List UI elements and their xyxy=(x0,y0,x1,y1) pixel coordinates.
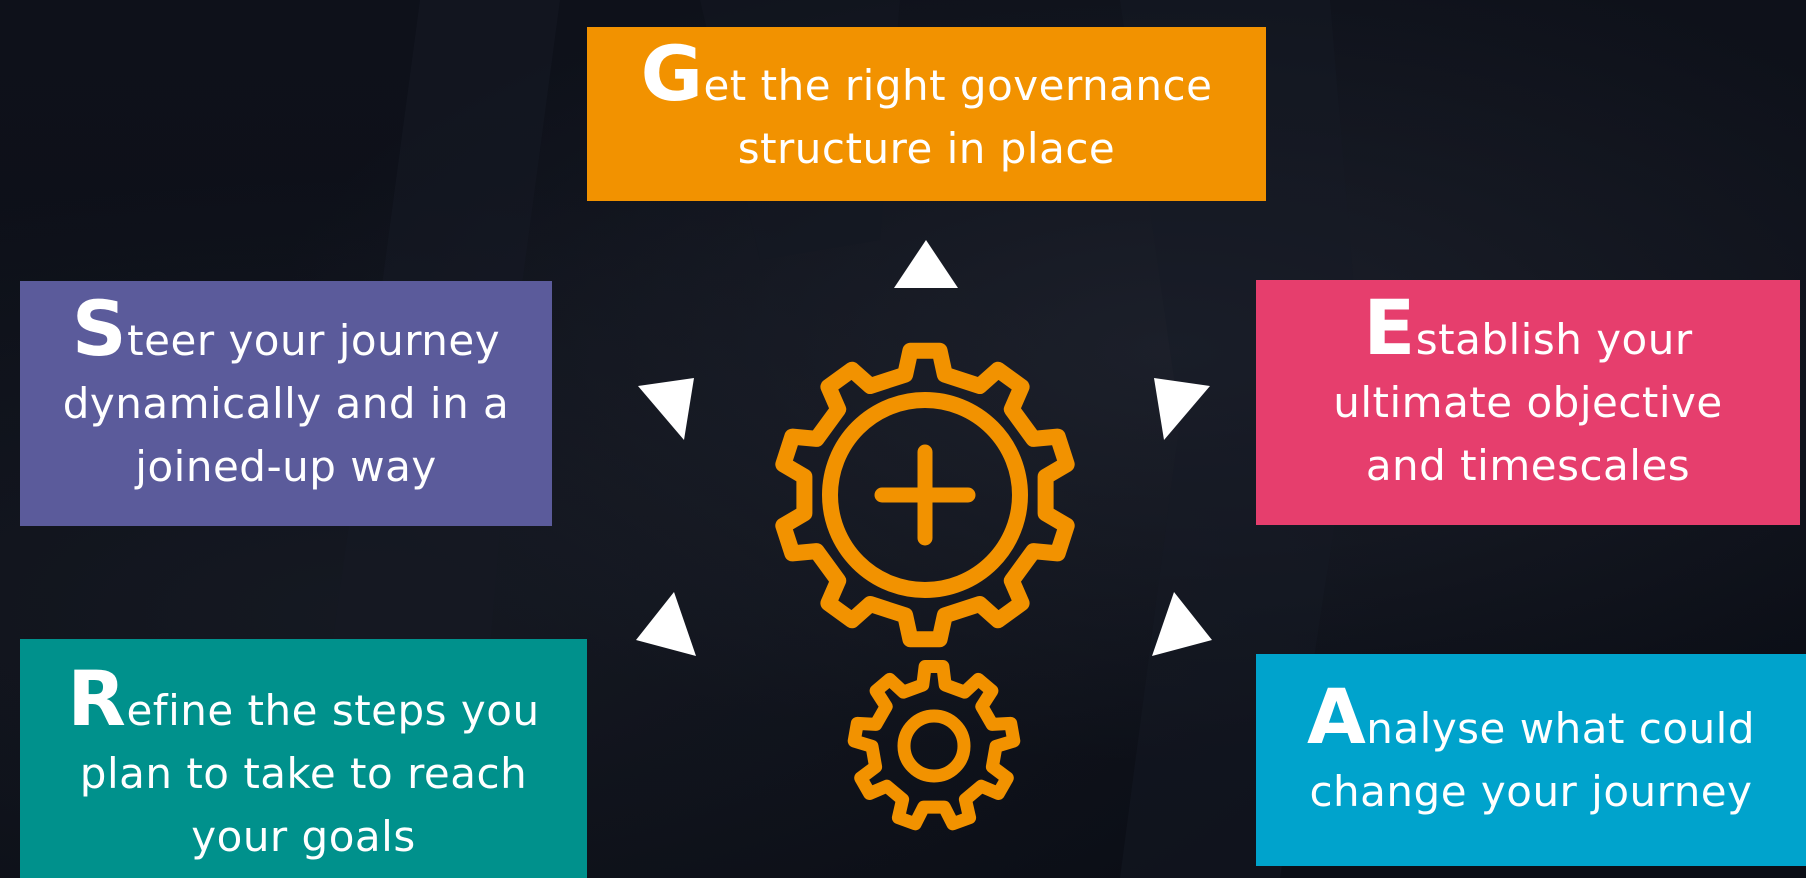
step-initial: S xyxy=(71,284,128,373)
gear-icon xyxy=(847,660,1021,831)
arrow-down-right-icon xyxy=(1152,592,1212,656)
arrow-down-left-icon xyxy=(636,592,696,656)
arrow-up-icon xyxy=(894,240,958,288)
step-initial: G xyxy=(640,29,704,118)
step-initial: E xyxy=(1363,283,1416,372)
step-initial: A xyxy=(1306,672,1367,761)
arrow-right-icon xyxy=(1154,378,1210,440)
gear-plus-icon xyxy=(775,342,1075,648)
step-initial: R xyxy=(67,654,127,743)
arrow-left-icon xyxy=(638,378,694,440)
